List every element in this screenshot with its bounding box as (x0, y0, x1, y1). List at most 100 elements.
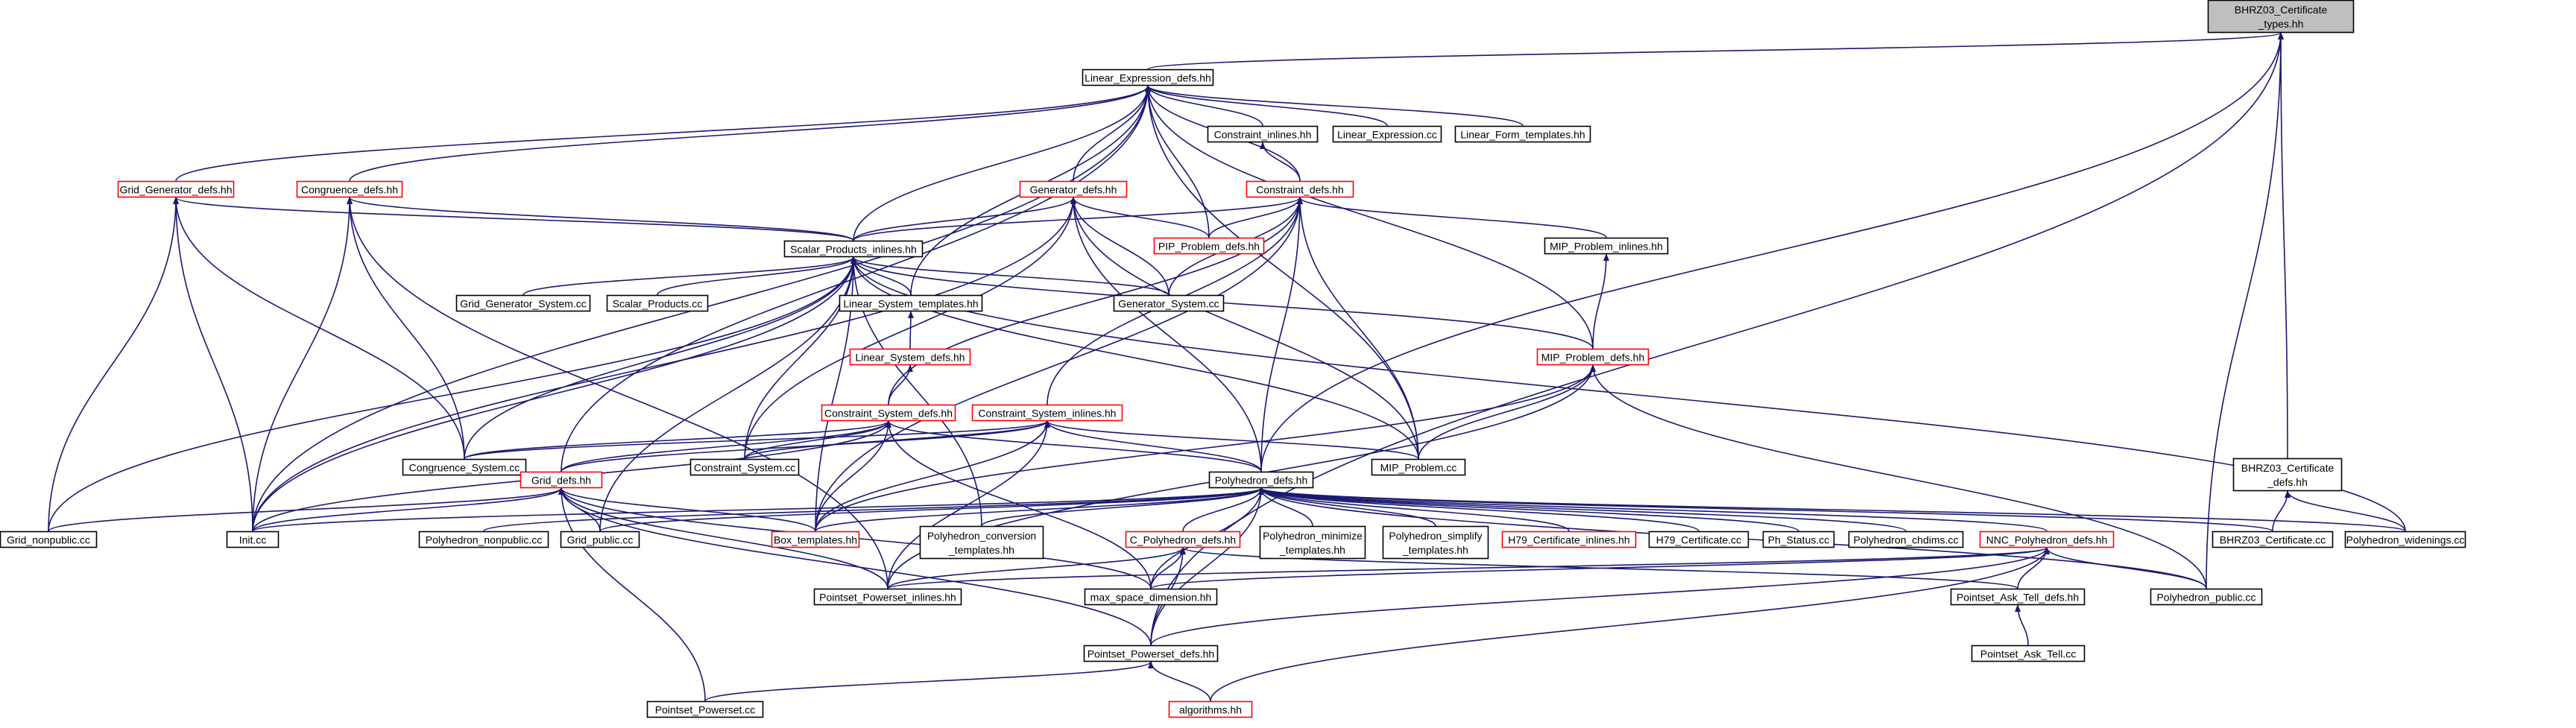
node-box[interactable] (1019, 180, 1128, 198)
node-grid-generator-defs-hh[interactable]: Grid_Generator_defs.hh (117, 180, 235, 198)
node-box[interactable] (0, 531, 98, 548)
node-box[interactable] (2344, 531, 2466, 548)
node-linear-expression-cc[interactable]: Linear_Expression.cc (1332, 125, 1442, 143)
node-grid-generator-system-cc[interactable]: Grid_Generator_System.cc (455, 294, 591, 312)
node-box[interactable] (1848, 531, 1964, 548)
node-box[interactable] (813, 588, 962, 606)
node-box[interactable] (1246, 180, 1354, 198)
node-pointset-ask-tell-cc[interactable]: Pointset_Ask_Tell.cc (1971, 645, 2086, 662)
node-bhrz03-certificate-types-hh[interactable]: BHRZ03_Certificate_types.hh (2207, 0, 2355, 34)
node-polyhedron-defs-hh[interactable]: Polyhedron_defs.hh (1208, 471, 1314, 489)
node-generator-system-cc[interactable]: Generator_System.cc (1113, 294, 1225, 312)
node-box[interactable] (2207, 0, 2355, 34)
node-h79-certificate-cc[interactable]: H79_Certificate.cc (1648, 531, 1749, 548)
node-box[interactable] (771, 531, 860, 548)
node-box[interactable] (1648, 531, 1749, 548)
node-bhrz03-certificate-cc[interactable]: BHRZ03_Certificate.cc (2212, 531, 2334, 548)
node-pointset-powerset-inlines-hh[interactable]: Pointset_Powerset_inlines.hh (813, 588, 962, 606)
node-pointset-powerset-cc[interactable]: Pointset_Powerset.cc (646, 700, 764, 718)
node-box[interactable] (971, 404, 1123, 422)
node-box[interactable] (1084, 588, 1218, 606)
node-box[interactable] (1153, 237, 1265, 255)
node-box[interactable] (839, 294, 983, 312)
node-box[interactable] (1536, 348, 1650, 366)
node-ph-status-cc[interactable]: Ph_Status.cc (1762, 531, 1835, 548)
node-max-space-dimension-hh[interactable]: max_space_dimension.hh (1084, 588, 1218, 606)
node-box[interactable] (646, 700, 764, 718)
node-nnc-polyhedron-defs-hh[interactable]: NNC_Polyhedron_defs.hh (1979, 531, 2115, 548)
node-constraint-system-defs-hh[interactable]: Constraint_System_defs.hh (821, 404, 956, 422)
node-grid-nonpublic-cc[interactable]: Grid_nonpublic.cc (0, 531, 98, 548)
node-constraint-system-inlines-hh[interactable]: Constraint_System_inlines.hh (971, 404, 1123, 422)
node-pip-problem-defs-hh[interactable]: PIP_Problem_defs.hh (1153, 237, 1265, 255)
node-mip-problem-cc[interactable]: MIP_Problem.cc (1371, 458, 1466, 476)
node-box[interactable] (117, 180, 235, 198)
node-box[interactable] (2150, 588, 2263, 606)
node-c-polyhedron-defs-hh[interactable]: C_Polyhedron_defs.hh (1125, 531, 1241, 548)
node-box[interactable] (1259, 525, 1366, 560)
node-scalar-products-cc[interactable]: Scalar_Products.cc (606, 294, 709, 312)
node-linear-system-defs-hh[interactable]: Linear_System_defs.hh (849, 348, 971, 366)
node-box[interactable] (455, 294, 591, 312)
node-constraint-inlines-hh[interactable]: Constraint_inlines.hh (1207, 125, 1319, 143)
node-grid-public-cc[interactable]: Grid_public.cc (560, 531, 640, 548)
node-box[interactable] (1083, 645, 1219, 662)
node-box[interactable] (1950, 588, 2086, 606)
node-polyhedron-conversion-templates-hh[interactable]: Polyhedron_conversion_templates.hh (919, 525, 1044, 560)
node-linear-system-templates-hh[interactable]: Linear_System_templates.hh (839, 294, 983, 312)
node-box[interactable] (520, 471, 603, 489)
node-box[interactable] (402, 458, 527, 476)
node-box[interactable] (1382, 525, 1489, 560)
node-polyhedron-widenings-cc[interactable]: Polyhedron_widenings.cc (2344, 531, 2466, 548)
node-init-cc[interactable]: Init.cc (226, 531, 280, 548)
node-grid-defs-hh[interactable]: Grid_defs.hh (520, 471, 603, 489)
node-algorithms-hh[interactable]: algorithms.hh (1168, 700, 1253, 718)
node-pointset-powerset-defs-hh[interactable]: Pointset_Powerset_defs.hh (1083, 645, 1219, 662)
node-box[interactable] (418, 531, 549, 548)
node-congruence-defs-hh[interactable]: Congruence_defs.hh (296, 180, 403, 198)
node-bhrz03-certificate-defs-hh[interactable]: BHRZ03_Certificate_defs.hh (2232, 458, 2343, 492)
node-generator-defs-hh[interactable]: Generator_defs.hh (1019, 180, 1128, 198)
node-box[interactable] (560, 531, 640, 548)
node-box[interactable] (1544, 237, 1669, 255)
node-box[interactable] (1113, 294, 1225, 312)
node-congruence-system-cc[interactable]: Congruence_System.cc (402, 458, 527, 476)
node-box[interactable] (1971, 645, 2086, 662)
node-box[interactable] (783, 240, 924, 258)
node-box[interactable] (2232, 458, 2343, 492)
node-box[interactable] (1082, 69, 1214, 86)
node-polyhedron-nonpublic-cc[interactable]: Polyhedron_nonpublic.cc (418, 531, 549, 548)
node-polyhedron-public-cc[interactable]: Polyhedron_public.cc (2150, 588, 2263, 606)
node-scalar-products-inlines-hh[interactable]: Scalar_Products_inlines.hh (783, 240, 924, 258)
node-box-templates-hh[interactable]: Box_templates.hh (771, 531, 860, 548)
node-polyhedron-simplify-templates-hh[interactable]: Polyhedron_simplify_templates.hh (1382, 525, 1489, 560)
node-h79-certificate-inlines-hh[interactable]: H79_Certificate_inlines.hh (1501, 531, 1637, 548)
node-box[interactable] (1501, 531, 1637, 548)
node-box[interactable] (821, 404, 956, 422)
node-box[interactable] (849, 348, 971, 366)
node-box[interactable] (1371, 458, 1466, 476)
node-box[interactable] (2212, 531, 2334, 548)
node-box[interactable] (919, 525, 1044, 560)
node-constraint-defs-hh[interactable]: Constraint_defs.hh (1246, 180, 1354, 198)
node-box[interactable] (226, 531, 280, 548)
node-box[interactable] (1454, 125, 1591, 143)
node-polyhedron-minimize-templates-hh[interactable]: Polyhedron_minimize_templates.hh (1259, 525, 1366, 560)
node-box[interactable] (689, 458, 800, 476)
node-mip-problem-defs-hh[interactable]: MIP_Problem_defs.hh (1536, 348, 1650, 366)
node-linear-form-templates-hh[interactable]: Linear_Form_templates.hh (1454, 125, 1591, 143)
node-box[interactable] (1762, 531, 1835, 548)
node-box[interactable] (1125, 531, 1241, 548)
node-polyhedron-chdims-cc[interactable]: Polyhedron_chdims.cc (1848, 531, 1964, 548)
node-box[interactable] (606, 294, 709, 312)
node-box[interactable] (1208, 471, 1314, 489)
node-box[interactable] (1207, 125, 1319, 143)
node-box[interactable] (1332, 125, 1442, 143)
node-box[interactable] (1979, 531, 2115, 548)
node-box[interactable] (1168, 700, 1253, 718)
node-mip-problem-inlines-hh[interactable]: MIP_Problem_inlines.hh (1544, 237, 1669, 255)
node-linear-expression-defs-hh[interactable]: Linear_Expression_defs.hh (1082, 69, 1214, 86)
node-box[interactable] (296, 180, 403, 198)
node-pointset-ask-tell-defs-hh[interactable]: Pointset_Ask_Tell_defs.hh (1950, 588, 2086, 606)
node-constraint-system-cc[interactable]: Constraint_System.cc (689, 458, 800, 476)
